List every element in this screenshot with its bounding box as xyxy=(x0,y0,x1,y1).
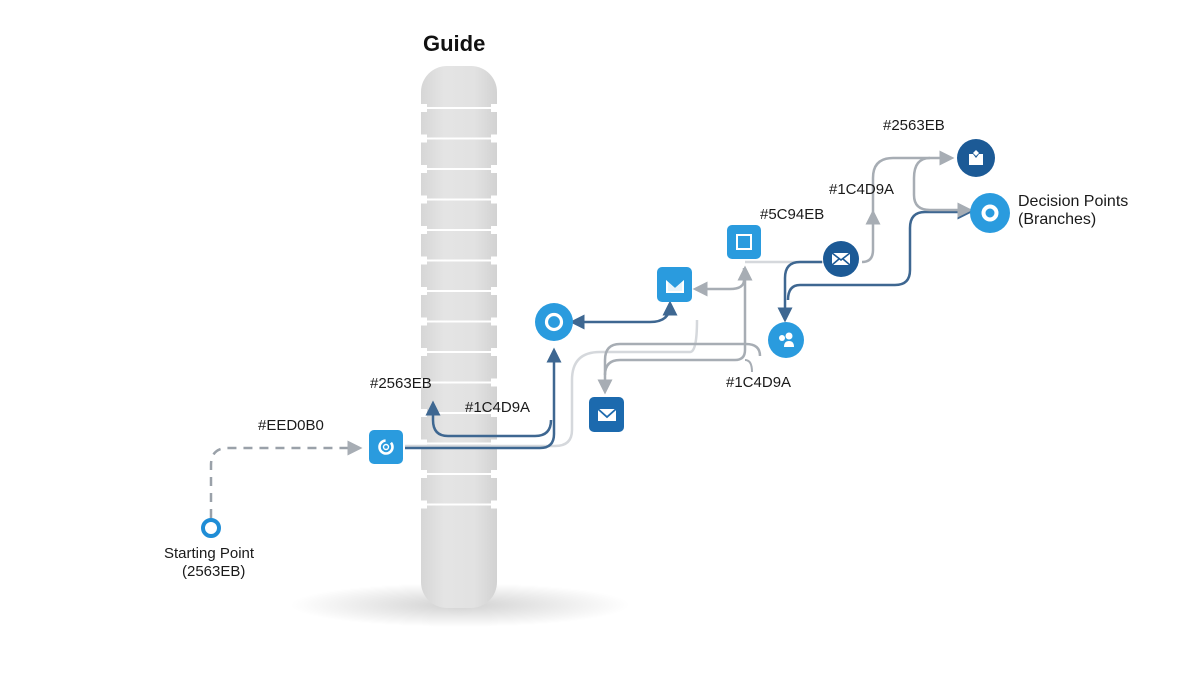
edge-rail-to-box xyxy=(603,265,753,376)
users-node[interactable] xyxy=(768,322,804,358)
dashed-edge-label: #EED0B0 xyxy=(258,417,324,434)
decision-label-line1: Decision Points xyxy=(1018,193,1129,210)
edge-start-to-entry xyxy=(209,440,363,518)
edge-label-2563eb-top: #2563EB xyxy=(883,117,945,134)
decision-node[interactable] xyxy=(970,193,1010,233)
start-label: Starting Point (2563EB) xyxy=(164,545,254,581)
page-title: Guide xyxy=(423,31,486,56)
edge-bottom-label-tail xyxy=(744,359,753,373)
node-label-5c94eb: #5C94EB xyxy=(760,206,825,223)
ring-icon xyxy=(544,312,564,332)
edge-mail-c-up xyxy=(861,209,881,264)
mail-open-node[interactable] xyxy=(657,267,692,302)
ring-icon xyxy=(981,204,999,222)
track-notch xyxy=(421,104,427,112)
users-icon xyxy=(779,332,794,347)
square-icon xyxy=(736,234,752,250)
track-notch xyxy=(491,226,497,234)
track-notch xyxy=(421,378,427,387)
track-notch xyxy=(421,195,427,204)
entry-node[interactable] xyxy=(369,430,403,464)
track-notch xyxy=(421,348,427,356)
start-node[interactable] xyxy=(201,518,221,538)
envelope-open-icon xyxy=(665,277,684,293)
hub-node[interactable] xyxy=(535,303,573,341)
track-notch xyxy=(491,287,497,295)
track-notch xyxy=(421,470,427,478)
guide-track xyxy=(421,66,497,608)
track-notch xyxy=(491,104,497,112)
edge-to-decision-gray xyxy=(912,156,973,218)
edge-hub-to-track xyxy=(425,400,553,438)
mail-circle-node[interactable] xyxy=(823,241,859,277)
box-node[interactable] xyxy=(727,225,761,259)
track-dividers xyxy=(421,104,497,509)
track-notch xyxy=(421,256,427,265)
track-notch xyxy=(421,409,427,417)
edge-to-inbox xyxy=(871,150,955,214)
inbox-icon xyxy=(969,150,983,165)
edge-mail-a-to-hub xyxy=(569,300,678,330)
refresh-ring-icon xyxy=(378,439,394,455)
edge-label-1c4d9a-bottom: #1C4D9A xyxy=(726,374,792,391)
track-notch xyxy=(421,226,427,234)
track-notch xyxy=(491,165,497,173)
edge-rail-to-mail-b xyxy=(597,342,762,395)
edge-label-1c4d9a-top: #1C4D9A xyxy=(829,181,895,198)
start-label-line2: (2563EB) xyxy=(182,563,246,580)
track-notch xyxy=(491,500,497,509)
mail-node[interactable] xyxy=(589,397,624,432)
track-notch xyxy=(491,134,497,143)
decision-label: Decision Points (Branches) xyxy=(1018,193,1128,229)
track-notch xyxy=(491,317,497,326)
track-notch xyxy=(491,470,497,478)
inbox-node[interactable] xyxy=(957,139,995,177)
track-notch xyxy=(421,500,427,509)
track-notch xyxy=(421,165,427,173)
track-notch xyxy=(491,256,497,265)
edge-box-to-mail-a xyxy=(692,268,746,297)
start-label-line1: Starting Point xyxy=(164,545,255,562)
track-notch xyxy=(491,378,497,387)
track-notch xyxy=(491,409,497,417)
track-notch xyxy=(421,317,427,326)
edge-entry-to-hub xyxy=(405,347,562,450)
edge-label-1c4d9a-left: #1C4D9A xyxy=(465,399,531,416)
edge-label-2563eb-left: #2563EB xyxy=(370,375,432,392)
edge-mail-c-to-users xyxy=(777,260,822,323)
envelope-icon xyxy=(596,407,617,421)
track-notch xyxy=(421,287,427,295)
edge-decision-to-users xyxy=(786,204,973,301)
track-notch xyxy=(421,439,427,448)
track-notch xyxy=(491,348,497,356)
decision-label-line2: (Branches) xyxy=(1018,211,1097,228)
track-notch xyxy=(491,195,497,204)
track-notch xyxy=(491,439,497,448)
track-notch xyxy=(421,134,427,143)
envelope-icon xyxy=(831,252,851,266)
edge-light-1 xyxy=(405,319,699,448)
